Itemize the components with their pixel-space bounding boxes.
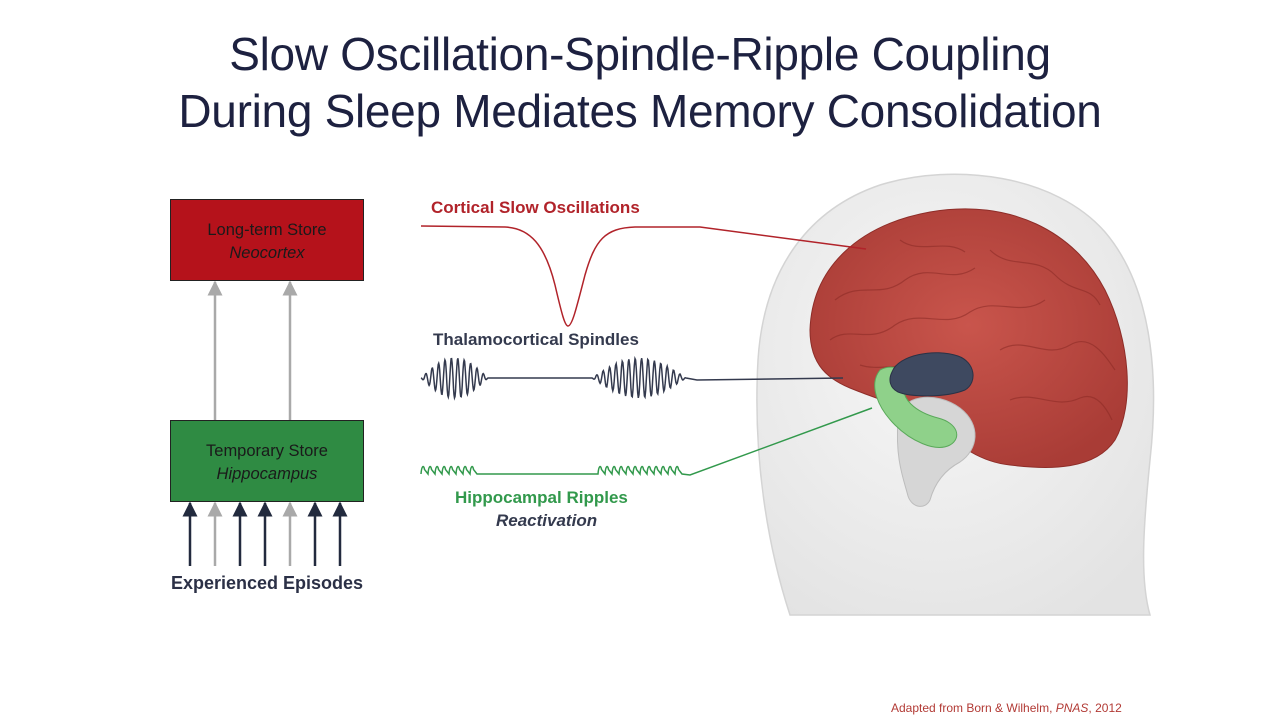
slide-title: Slow Oscillation-Spindle-Ripple Coupling… (0, 26, 1280, 140)
title-line-1: Slow Oscillation-Spindle-Ripple Coupling (229, 28, 1051, 80)
thalamus-shape (889, 352, 974, 397)
reactivation-label: Reactivation (496, 511, 598, 530)
episode-arrows (182, 501, 348, 566)
spindles-label: Thalamocortical Spindles (433, 330, 639, 349)
long-term-store-box: Long-term Store Neocortex (170, 199, 364, 281)
neocortex-label: Neocortex (229, 244, 305, 262)
experienced-episodes-label: Experienced Episodes (170, 573, 364, 593)
hippocampus-label: Hippocampus (216, 465, 318, 483)
credit-journal: PNAS (1055, 701, 1089, 715)
slow-oscillation-trace (420, 225, 867, 327)
credit-suffix: , 2012 (1088, 701, 1122, 715)
long-term-store-label: Long-term Store (207, 221, 327, 239)
temporary-store-box: Temporary Store Hippocampus (170, 420, 364, 502)
slow-oscillation-label: Cortical Slow Oscillations (431, 198, 640, 217)
source-credit: Adapted from Born & Wilhelm, PNAS, 2012 (891, 701, 1122, 715)
credit-prefix: Adapted from Born & Wilhelm, (891, 701, 1056, 715)
title-line-2: During Sleep Mediates Memory Consolidati… (178, 85, 1102, 137)
ripples-label: Hippocampal Ripples (455, 488, 628, 507)
ripple-trace (420, 407, 873, 476)
temporary-store-label: Temporary Store (206, 442, 328, 460)
spindle-trace (420, 355, 844, 401)
